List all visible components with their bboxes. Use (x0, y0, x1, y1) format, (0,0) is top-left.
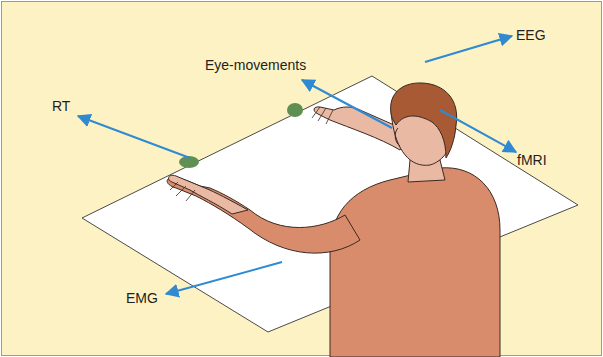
torso (330, 168, 500, 357)
leader-arrow (425, 36, 512, 62)
measure-label: EMG (126, 290, 158, 306)
measure-label: EEG (516, 27, 546, 43)
measure-label: Eye-movements (205, 57, 306, 73)
right-hand-fingers (312, 107, 333, 124)
target-blob (287, 103, 303, 117)
leader-arrow (440, 110, 516, 152)
left-hand-fingers (170, 182, 195, 201)
leader-arrow (166, 262, 282, 294)
leader-arrow (302, 80, 392, 128)
ear (395, 128, 400, 146)
leader-arrow (78, 116, 190, 158)
measure-label: RT (52, 98, 70, 114)
hair (391, 83, 457, 158)
measure-arrows (78, 36, 516, 294)
measure-label: fMRI (517, 152, 547, 168)
left-hand (169, 175, 248, 214)
